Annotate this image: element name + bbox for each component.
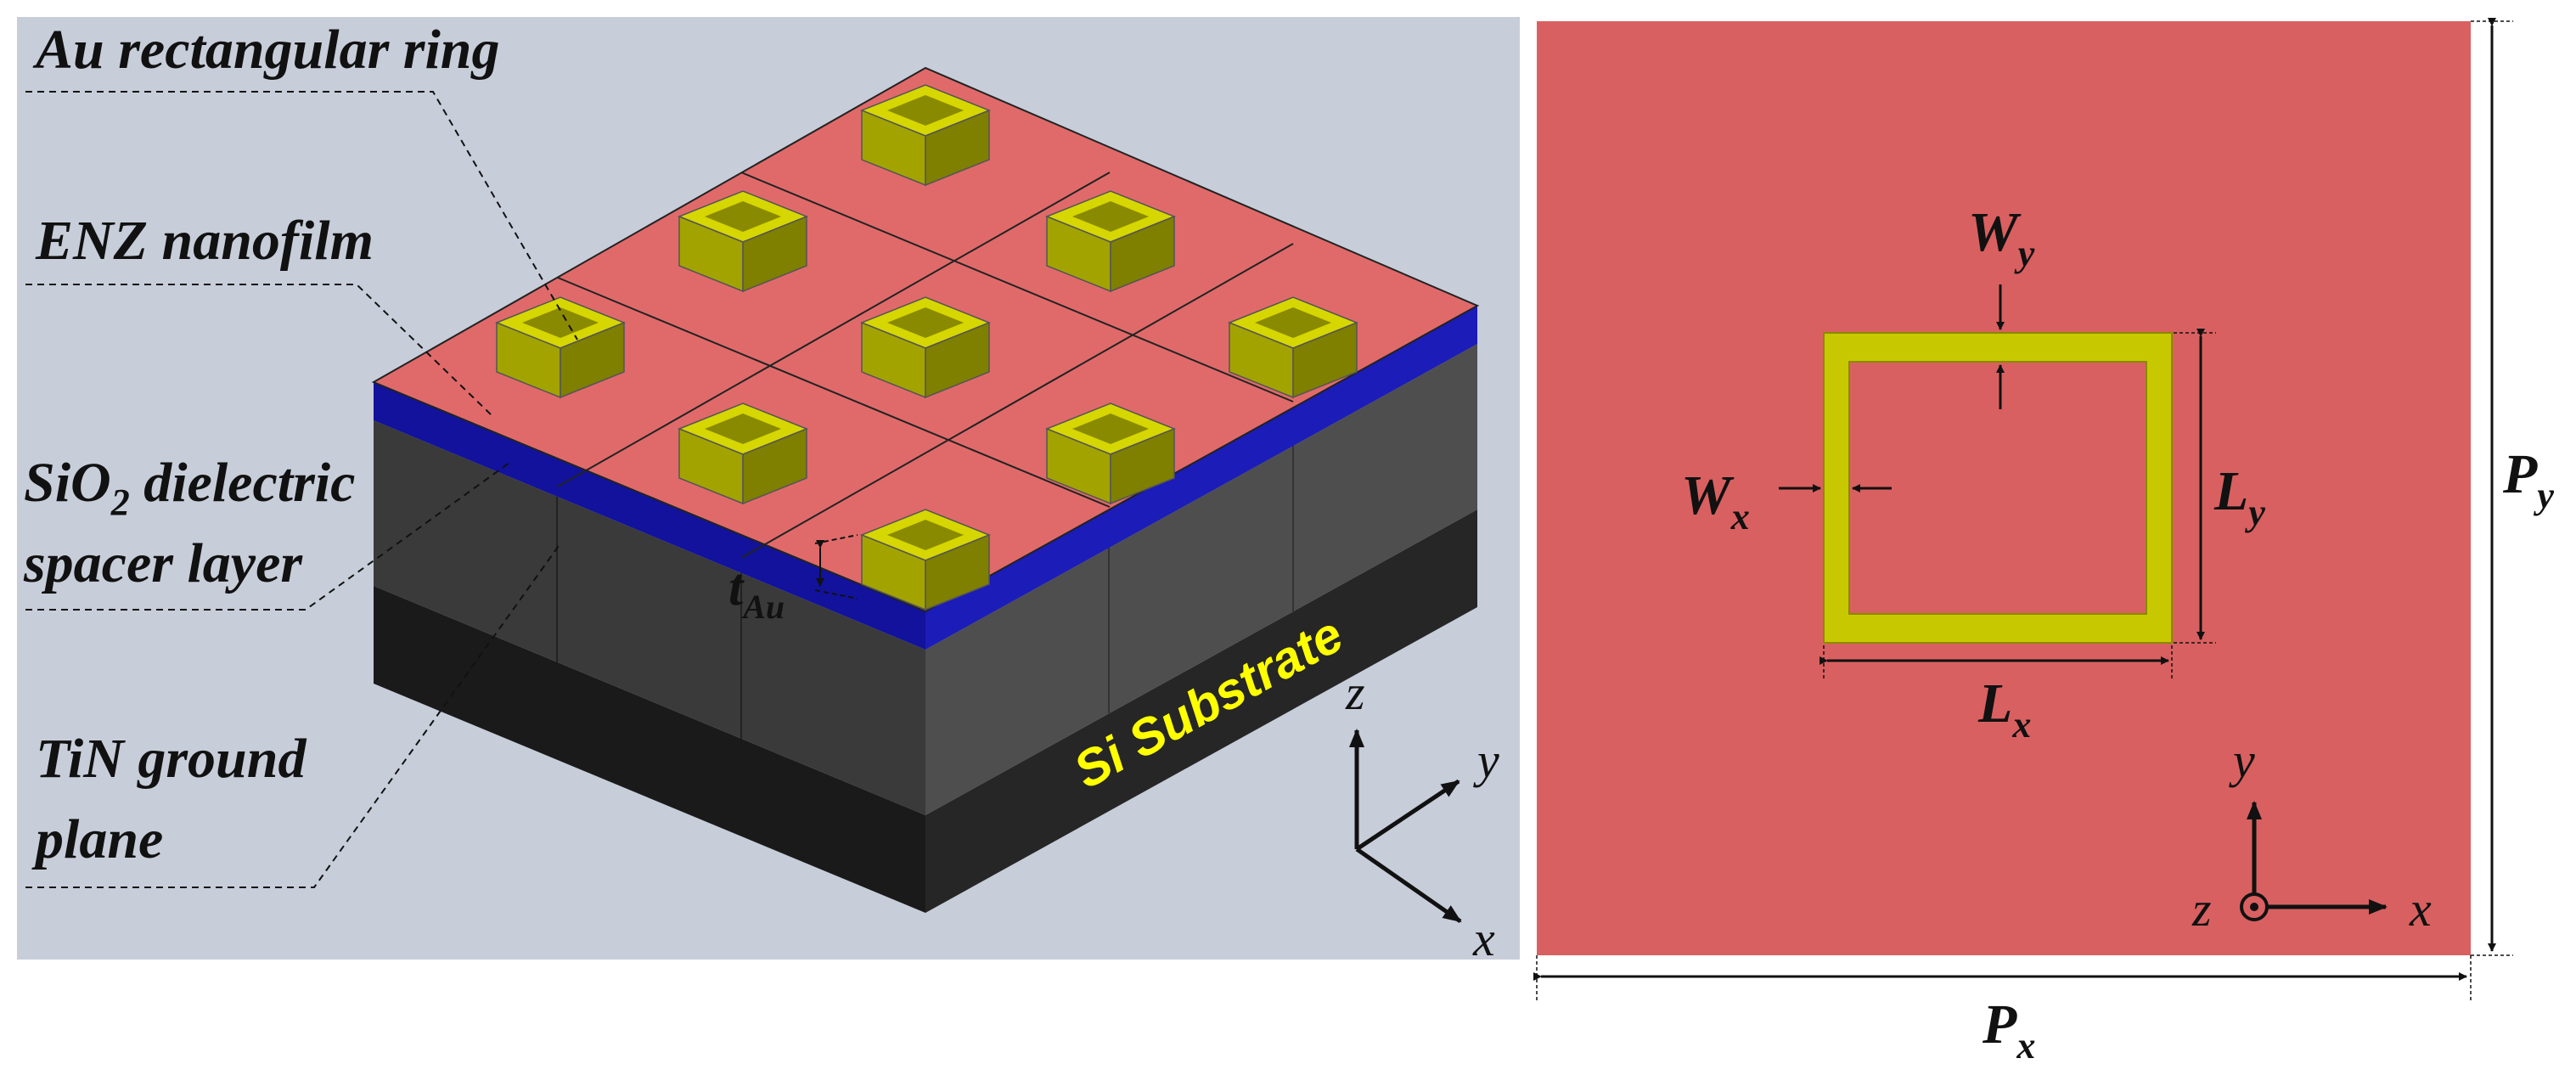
leader-sio2 — [25, 462, 510, 611]
py-label: Py — [2502, 443, 2554, 516]
si-substrate-slab — [374, 509, 1477, 913]
blue-right-face — [925, 306, 1477, 650]
grid-line-a1 — [557, 277, 1111, 508]
tin-label-line1: TiN ground — [36, 728, 307, 790]
blue-left-face — [374, 382, 925, 650]
tin-label-line2: plane — [31, 808, 163, 870]
sio2-left-face — [374, 420, 925, 815]
lx-label: Lx — [1977, 673, 2031, 746]
sio2-label: SiO2 dielectric — [24, 452, 355, 523]
enz-label: ENZ nanofilm — [35, 210, 374, 272]
gold-ring — [859, 296, 992, 399]
left-panel: tAu Si Substrate Au rectangular ring ENZ… — [17, 17, 1520, 966]
blue-layer — [374, 306, 1477, 650]
t-au-marker — [814, 534, 858, 599]
y-axis-label: y — [1473, 733, 1499, 788]
t-au-label: tAu — [728, 559, 785, 626]
z-axis-label: z — [1345, 665, 1365, 720]
wx-label: Wx — [1681, 464, 1750, 538]
axes-2d: y x z — [2191, 733, 2432, 937]
px-label: Px — [1982, 993, 2035, 1067]
axes-3d: z y x — [1345, 665, 1499, 966]
gold-ring — [1227, 296, 1359, 399]
wy-label: Wy — [1968, 201, 2035, 274]
spacer-label: spacer layer — [23, 532, 303, 594]
gold-ring — [859, 509, 992, 611]
gold-ring — [1044, 402, 1177, 505]
grid-line-a2 — [740, 172, 1294, 402]
leader-tin — [25, 543, 561, 888]
x-axis-label: x — [1472, 911, 1495, 966]
y-axis-label-2d: y — [2229, 733, 2255, 788]
gold-ring — [677, 190, 809, 293]
x-axis-label-2d: x — [2409, 881, 2432, 937]
leader-lines — [25, 91, 578, 888]
gold-ring — [859, 84, 992, 187]
leader-enz — [25, 284, 493, 417]
z-axis-label-2d: z — [2191, 881, 2212, 937]
grid-line-b2 — [740, 243, 1294, 559]
sio2-spacer-slab — [374, 344, 1477, 815]
gold-ring — [1044, 190, 1177, 293]
substrate-right-face — [925, 509, 1477, 913]
gold-ring — [677, 402, 809, 505]
ly-label: Ly — [2213, 460, 2265, 533]
substrate-left-face — [374, 586, 925, 913]
gold-ring — [494, 296, 627, 399]
leader-au — [25, 91, 578, 341]
grid-line-b1 — [557, 172, 1111, 487]
sio2-right-face — [925, 344, 1477, 815]
z-axis-dot-center — [2250, 903, 2258, 911]
ring-inner — [1848, 361, 2147, 615]
au-ring-label: Au rectangular ring — [32, 19, 500, 81]
right-panel: Wy Wx Ly Lx Py Px y x z — [1533, 18, 2554, 1067]
gold-rings — [494, 84, 1359, 611]
x-axis-arrow — [1355, 847, 1462, 924]
y-axis-arrow — [1355, 779, 1460, 852]
